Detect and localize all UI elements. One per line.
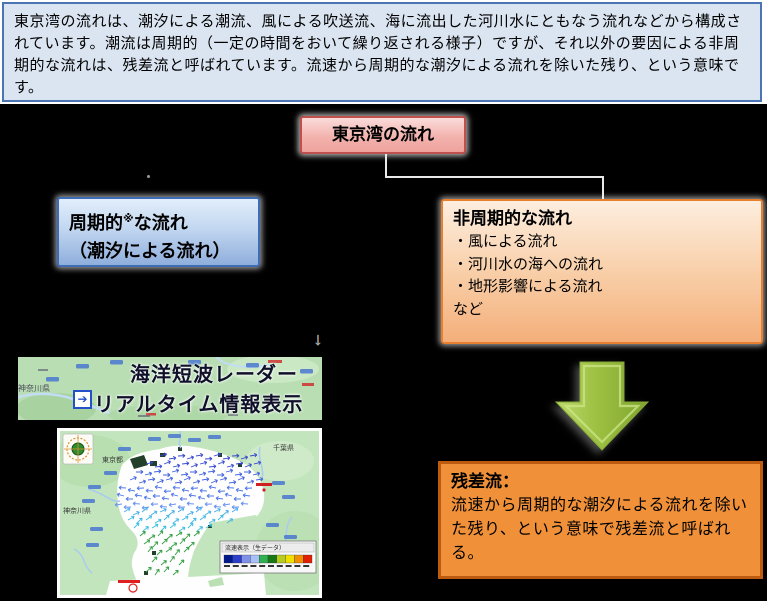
connector-line-horizontal (385, 176, 604, 178)
aperiodic-flow-box: 非周期的な流れ ・風による流れ ・河川水の海への流れ ・地形影響による流れ など (441, 199, 763, 344)
current-vectors (114, 452, 264, 576)
map-label-tokyo: 東京都 (102, 455, 123, 464)
intro-text: 東京湾の流れは、潮汐による潮流、風による吹送流、海に流出した河川水にともなう流れ… (14, 13, 742, 96)
banner-subtitle: リアルタイム情報表示 (94, 394, 304, 416)
connector-dot (147, 175, 150, 178)
periodic-flow-box: 周期的※な流れ （潮汐による流れ） (57, 197, 260, 267)
aperiodic-item-river: ・河川水の海への流れ (453, 255, 604, 273)
connector-line-vertical-top (385, 154, 387, 178)
intro-text-box: 東京湾の流れは、潮汐による潮流、風による吹送流、海に流出した河川水にともなう流れ… (2, 2, 762, 102)
down-arrow-icon (554, 361, 650, 451)
residual-body: 流速から周期的な潮汐による流れを除いた残り、という意味で残差流と呼ばれる。 (451, 497, 748, 562)
down-arrow-small-icon: ↓ (313, 329, 322, 349)
banner-map-art (18, 357, 322, 420)
residual-title: 残差流： (451, 472, 519, 491)
reference-mark: ※ (123, 213, 134, 225)
map-art: 東京都 神奈川県 千葉県 (50, 430, 335, 595)
connector-line-vertical-bottom (602, 176, 604, 200)
flow-title-label: 東京湾の流れ (332, 125, 434, 144)
radar-banner-link[interactable]: 神奈川県 海洋短波レーダー ➔ リアルタイム情報表示 (18, 357, 322, 420)
aperiodic-item-terrain: ・地形影響による流れ (453, 278, 603, 295)
compass-icon (62, 433, 94, 465)
legend-title: 流速表示（生データ） (225, 544, 285, 552)
aperiodic-item-wind: ・風による流れ (453, 233, 558, 250)
residual-flow-box: 残差流： 流速から周期的な潮汐による流れを除いた残り、という意味で残差流と呼ばれ… (438, 461, 763, 579)
current-map-image: 東京都 神奈川県 千葉県 (50, 428, 335, 598)
flow-title-box: 東京湾の流れ (300, 116, 466, 154)
periodic-line2: （潮汐による流れ） (69, 241, 231, 261)
speed-legend: 流速表示（生データ） (219, 540, 317, 574)
map-label-kanagawa: 神奈川県 (63, 506, 91, 515)
aperiodic-footer: など (453, 300, 484, 318)
go-arrow-icon: ➔ (73, 390, 92, 409)
map-label-chiba: 千葉県 (273, 443, 294, 452)
aperiodic-title: 非周期的な流れ (453, 209, 572, 228)
banner-pref-label: 神奈川県 (18, 384, 50, 393)
banner-title: 海洋短波レーダー (130, 364, 298, 386)
periodic-line1: 周期的※な流れ (69, 213, 188, 233)
red-markers (118, 483, 272, 593)
